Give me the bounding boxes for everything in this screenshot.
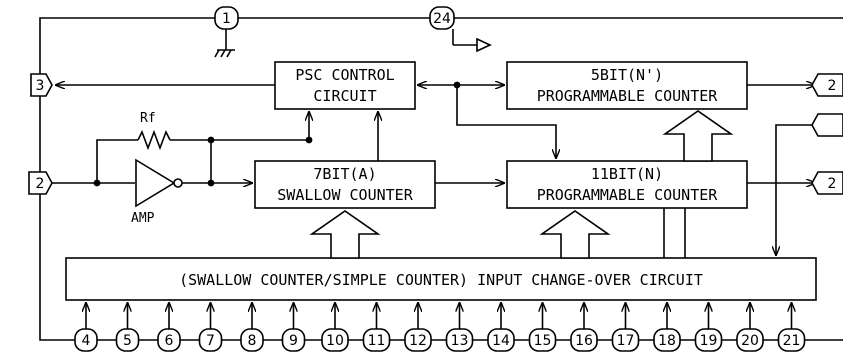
svg-text:5BIT(N'): 5BIT(N') bbox=[591, 66, 663, 84]
pin-9: 9 bbox=[281, 303, 306, 352]
svg-text:1: 1 bbox=[222, 11, 231, 27]
pin-17-label: 17 bbox=[617, 333, 635, 349]
ground-symbol bbox=[214, 29, 235, 58]
pin-1: 1 bbox=[214, 6, 239, 30]
pin-8-body bbox=[240, 328, 264, 352]
pin-10-body bbox=[321, 328, 349, 352]
bus-arrow-to-11bit bbox=[539, 210, 611, 259]
pin-20-label: 20 bbox=[741, 333, 759, 349]
pin-15-label: 15 bbox=[534, 333, 552, 349]
input-changeover-circuit: (SWALLOW COUNTER/SIMPLE COUNTER) INPUT C… bbox=[65, 257, 817, 301]
pin-16-body bbox=[570, 328, 598, 352]
pin-13-label: 13 bbox=[451, 333, 469, 349]
svg-text:Rf: Rf bbox=[140, 111, 156, 126]
pin-right-top: 2 bbox=[811, 73, 843, 97]
pin-11-body bbox=[362, 328, 391, 352]
svg-text:PSC CONTROL: PSC CONTROL bbox=[295, 66, 394, 84]
bus-arrow-to-7bit bbox=[309, 210, 381, 259]
pin-10: 10 bbox=[321, 303, 349, 352]
pin-12-label: 12 bbox=[409, 333, 427, 349]
pin-5-label: 5 bbox=[123, 333, 132, 349]
svg-text:11BIT(N): 11BIT(N) bbox=[591, 165, 663, 183]
svg-text:(SWALLOW COUNTER/SIMPLE COUNTE: (SWALLOW COUNTER/SIMPLE COUNTER) INPUT C… bbox=[179, 271, 703, 289]
5bit-programmable-counter: 5BIT(N') PROGRAMMABLE COUNTER bbox=[506, 61, 748, 110]
pin-17: 17 bbox=[611, 303, 640, 352]
pin-8-label: 8 bbox=[248, 333, 257, 349]
pin-15: 15 bbox=[528, 303, 557, 352]
svg-text:PROGRAMMABLE COUNTER: PROGRAMMABLE COUNTER bbox=[537, 186, 719, 204]
pin-2-input: 2 bbox=[28, 171, 53, 195]
pin-9-body bbox=[281, 328, 306, 352]
pin-4-body bbox=[74, 328, 98, 352]
pin-14-body bbox=[487, 328, 515, 352]
pin-12: 12 bbox=[404, 303, 432, 352]
pin-7-body bbox=[198, 328, 223, 352]
pin-9-label: 9 bbox=[289, 333, 298, 349]
pin-7: 7 bbox=[198, 303, 223, 352]
svg-text:PROGRAMMABLE COUNTER: PROGRAMMABLE COUNTER bbox=[537, 87, 719, 105]
pin-14: 14 bbox=[487, 303, 515, 352]
pin-6: 6 bbox=[157, 303, 181, 352]
pin-14-label: 14 bbox=[492, 333, 510, 349]
bus-arrow-to-5bit bbox=[662, 110, 734, 162]
bottom-pin-row: 4 5 6 7 8 9 10 11 12 13 14 15 16 17 18 19 20 21 bbox=[66, 303, 816, 352]
pin-7-label: 7 bbox=[206, 333, 215, 349]
pin-13-body bbox=[445, 328, 474, 352]
pin-24: 24 bbox=[429, 6, 455, 30]
pin-right-mid: 2 bbox=[811, 171, 843, 195]
pin-19-label: 19 bbox=[700, 333, 718, 349]
svg-text:AMP: AMP bbox=[131, 211, 155, 226]
svg-text:2: 2 bbox=[828, 78, 837, 94]
svg-text:24: 24 bbox=[433, 11, 451, 27]
amp-triangle: AMP bbox=[131, 158, 183, 226]
resistor-rf: Rf bbox=[137, 111, 171, 151]
pin-5-body bbox=[115, 328, 140, 352]
pin-21-label: 21 bbox=[783, 333, 801, 349]
pin-20: 20 bbox=[736, 303, 764, 352]
pin-4-label: 4 bbox=[82, 333, 91, 349]
pin-19-body bbox=[694, 328, 723, 352]
7bit-swallow-counter: 7BIT(A) SWALLOW COUNTER bbox=[254, 160, 436, 209]
pin-16-label: 16 bbox=[575, 333, 593, 349]
pin-18-body bbox=[653, 328, 681, 352]
pin-17-body bbox=[611, 328, 640, 352]
pin-16: 16 bbox=[570, 303, 598, 352]
pin-12-body bbox=[404, 328, 432, 352]
pin-3: 3 bbox=[30, 73, 53, 97]
bus-to-11bit-wire bbox=[456, 85, 556, 158]
pin-18-label: 18 bbox=[658, 333, 676, 349]
pin-5: 5 bbox=[115, 303, 140, 352]
pin-11: 11 bbox=[362, 303, 391, 352]
pin-19: 19 bbox=[694, 303, 723, 352]
right-input-wire bbox=[776, 124, 815, 255]
pin-13: 13 bbox=[445, 303, 474, 352]
pin-6-label: 6 bbox=[165, 333, 174, 349]
svg-text:2: 2 bbox=[36, 176, 45, 192]
pin-right-upper-input bbox=[811, 113, 843, 137]
pin-18: 18 bbox=[653, 303, 681, 352]
pin-4: 4 bbox=[74, 303, 98, 352]
pin-21: 21 bbox=[777, 303, 806, 352]
pin-20-body bbox=[736, 328, 764, 352]
feedback-left-wire bbox=[96, 139, 138, 183]
supply-arrow bbox=[452, 29, 492, 53]
11bit-programmable-counter: 11BIT(N) PROGRAMMABLE COUNTER bbox=[506, 160, 748, 209]
svg-text:7BIT(A): 7BIT(A) bbox=[313, 165, 376, 183]
svg-text:SWALLOW COUNTER: SWALLOW COUNTER bbox=[277, 186, 413, 204]
pin-6-body bbox=[157, 328, 181, 352]
pin-11-label: 11 bbox=[368, 333, 386, 349]
svg-text:CIRCUIT: CIRCUIT bbox=[313, 87, 376, 105]
svg-text:2: 2 bbox=[828, 176, 837, 192]
pin-21-body bbox=[777, 328, 806, 352]
pin-10-label: 10 bbox=[326, 333, 344, 349]
svg-text:3: 3 bbox=[36, 78, 45, 94]
pin-15-body bbox=[528, 328, 557, 352]
pin-8: 8 bbox=[240, 303, 264, 352]
psc-control-circuit: PSC CONTROL CIRCUIT bbox=[274, 61, 416, 110]
